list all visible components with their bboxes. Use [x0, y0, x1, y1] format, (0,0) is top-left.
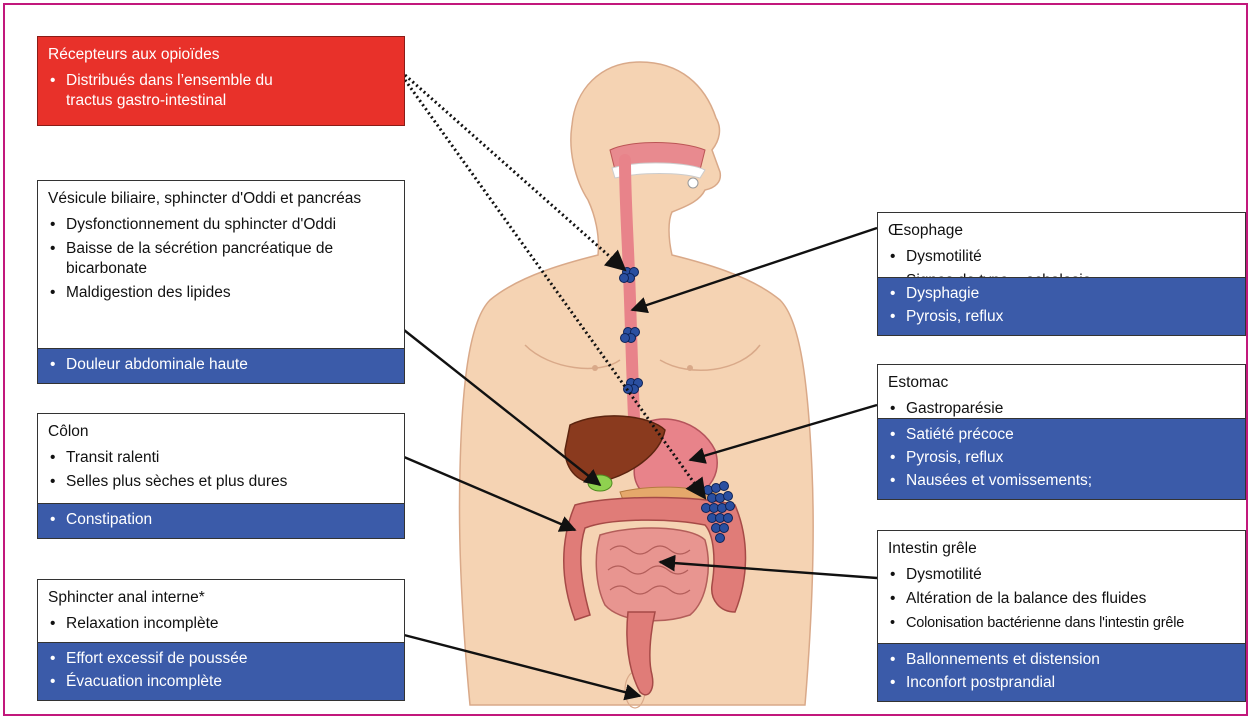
- stomach-symptom: Pyrosis, reflux: [888, 448, 1235, 468]
- gallbladder-symptoms: Douleur abdominale haute: [38, 348, 404, 383]
- small-intestine-item: Altération de la balance des fluides: [888, 589, 1235, 609]
- opioid-receptors-box: Récepteurs aux opioïdes Distribués dans …: [37, 36, 405, 126]
- esophagus-title: Œsophage: [878, 213, 1245, 245]
- small-intestine-title: Intestin grêle: [878, 531, 1245, 563]
- opioid-receptors-item: Distribués dans l’ensemble du tractus ga…: [48, 71, 306, 111]
- colon-box: Côlon Transit ralenti Selles plus sèches…: [37, 413, 405, 539]
- small-intestine-box: Intestin grêle Dysmotilité Altération de…: [877, 530, 1246, 702]
- small-intestine-symptoms: Ballonnements et distension Inconfort po…: [878, 643, 1245, 701]
- anal-sphincter-item: Relaxation incomplète: [48, 614, 394, 634]
- small-intestine-symptom: Ballonnements et distension: [888, 650, 1235, 670]
- opioid-receptors-title: Récepteurs aux opioïdes: [38, 37, 404, 69]
- stomach-symptom: Nausées et vomissements;: [888, 471, 1235, 491]
- stomach-box: Estomac Gastroparésie Satiété précoce Py…: [877, 364, 1246, 500]
- esophagus-symptom: Dysphagie: [888, 284, 1235, 304]
- gallbladder-item: Dysfonctionnement du sphincter d'Oddi: [48, 215, 394, 235]
- anal-sphincter-symptom: Évacuation incomplète: [48, 672, 394, 692]
- anal-sphincter-symptom: Effort excessif de poussée: [48, 649, 394, 669]
- esophagus-symptoms: Dysphagie Pyrosis, reflux: [878, 277, 1245, 335]
- esophagus-box: Œsophage Dysmotilité Signes de type « ac…: [877, 212, 1246, 336]
- gallbladder-item: Baisse de la sécrétion pancréatique de b…: [48, 239, 394, 279]
- esophagus-item: Dysmotilité: [888, 247, 1235, 267]
- anal-sphincter-box: Sphincter anal interne* Relaxation incom…: [37, 579, 405, 701]
- colon-symptoms: Constipation: [38, 503, 404, 538]
- esophagus-symptom: Pyrosis, reflux: [888, 307, 1235, 327]
- gallbladder-box: Vésicule biliaire, sphincter d'Oddi et p…: [37, 180, 405, 384]
- small-intestine-item: Dysmotilité: [888, 565, 1235, 585]
- gallbladder-symptom: Douleur abdominale haute: [48, 355, 394, 375]
- small-intestine-item: Colonisation bactérienne dans l'intestin…: [888, 613, 1235, 633]
- anal-sphincter-title: Sphincter anal interne*: [38, 580, 404, 612]
- colon-symptom: Constipation: [48, 510, 394, 530]
- gallbladder-item: Maldigestion des lipides: [48, 283, 394, 303]
- stomach-title: Estomac: [878, 365, 1245, 397]
- small-intestine-shape: [596, 528, 708, 621]
- stomach-symptom: Satiété précoce: [888, 425, 1235, 445]
- anal-sphincter-symptoms: Effort excessif de poussée Évacuation in…: [38, 642, 404, 700]
- gallbladder-title: Vésicule biliaire, sphincter d'Oddi et p…: [38, 181, 404, 213]
- stomach-item: Gastroparésie: [888, 399, 1235, 419]
- colon-item: Transit ralenti: [48, 448, 394, 468]
- colon-title: Côlon: [38, 414, 404, 446]
- stomach-symptoms: Satiété précoce Pyrosis, reflux Nausées …: [878, 418, 1245, 499]
- colon-item: Selles plus sèches et plus dures: [48, 472, 394, 492]
- small-intestine-symptom: Inconfort postprandial: [888, 673, 1235, 693]
